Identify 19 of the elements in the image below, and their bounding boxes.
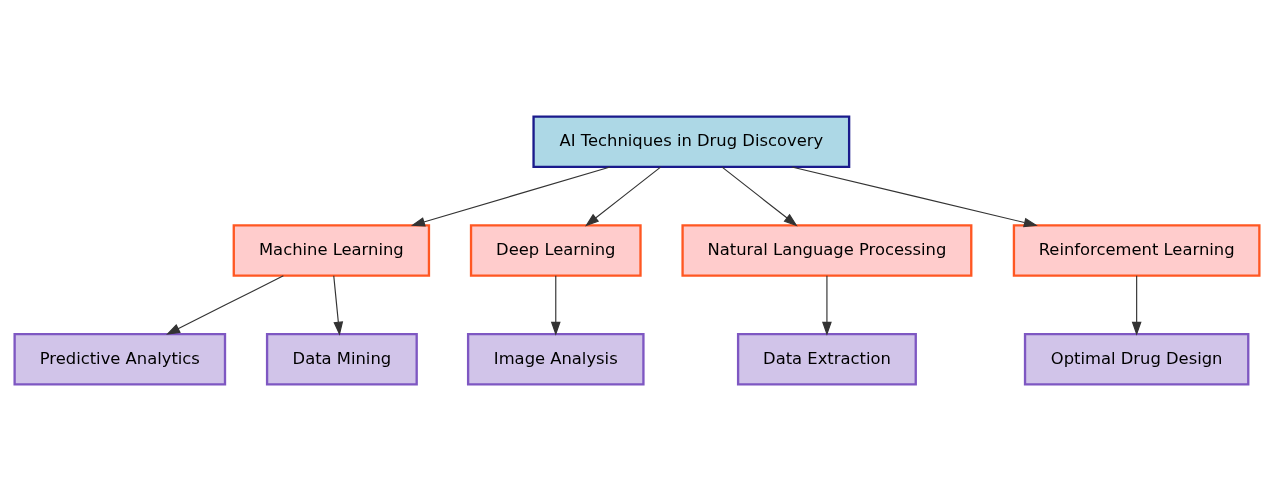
node-box: Image Analysis: [466, 332, 645, 385]
arrow: [333, 274, 344, 336]
node-box: Data Mining: [265, 332, 418, 385]
node-box: Reinforcement Learning: [1012, 223, 1261, 277]
node-box: AI Techniques in Drug Discovery: [532, 115, 851, 168]
arrow: [166, 274, 284, 335]
node-box: Deep Learning: [469, 223, 642, 277]
arrow: [822, 274, 832, 336]
node-box: Data Extraction: [736, 332, 917, 385]
arrow: [550, 274, 561, 336]
arrow: [721, 166, 798, 226]
arrow: [585, 166, 662, 226]
node-box: Natural Language Processing: [681, 223, 973, 277]
node-box: Machine Learning: [232, 223, 431, 277]
node-box: Optimal Drug Design: [1023, 332, 1250, 385]
arrow: [791, 165, 1038, 227]
arrow: [410, 165, 611, 227]
node-box: Predictive Analytics: [13, 332, 227, 385]
arrow: [1131, 274, 1142, 336]
